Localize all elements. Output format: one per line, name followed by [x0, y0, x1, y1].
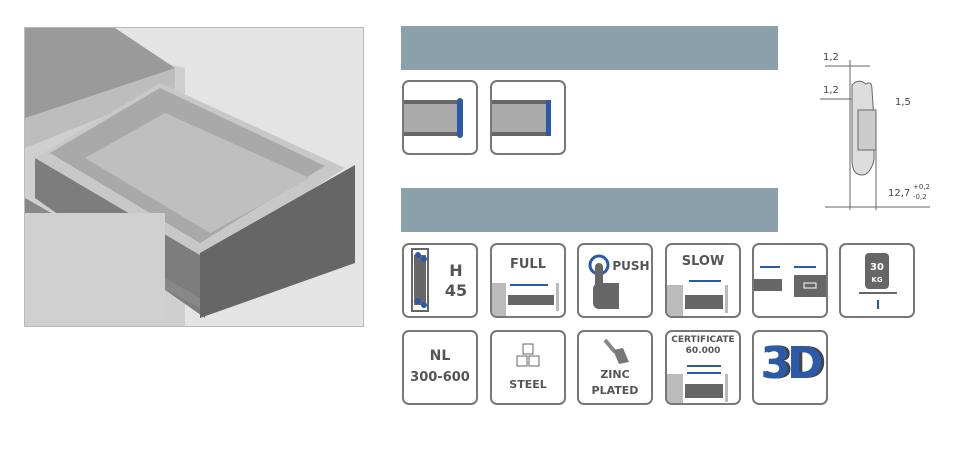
cubes-icon — [516, 343, 540, 367]
slide-profile-icon — [411, 248, 429, 312]
profile-option-rounded — [402, 80, 478, 155]
detach-arrows-icon — [754, 266, 826, 297]
feature-detachable — [752, 243, 828, 318]
cycle-arrows-icon — [667, 365, 728, 403]
finger-push-icon — [588, 254, 619, 309]
feature-nominal-length: NL 300-600 — [402, 330, 478, 405]
feature-soft-close: SLOW — [665, 243, 741, 318]
full-extension-icon — [492, 283, 559, 316]
feature-steel: STEEL — [490, 330, 566, 405]
feature-h45: H 45 — [402, 243, 478, 318]
section-header-bar — [401, 188, 778, 232]
section-header-bar — [401, 26, 778, 70]
profile-option-square — [490, 80, 566, 155]
drawer-product-image — [24, 27, 364, 327]
weight-icon — [859, 253, 897, 309]
slide-cross-section-diagram — [820, 60, 930, 210]
feature-full-extension: FULL — [490, 243, 566, 318]
soft-close-icon — [667, 280, 728, 316]
feature-push-to-open: PUSH — [577, 243, 653, 318]
feature-zinc-plated: ZINC PLATED — [577, 330, 653, 405]
feature-load-capacity: 30 KG — [839, 243, 915, 318]
brush-icon — [603, 338, 629, 364]
feature-3d-model[interactable]: 3D — [752, 330, 828, 405]
feature-certificate-cycles: CERTIFICATE 60.000 — [665, 330, 741, 405]
